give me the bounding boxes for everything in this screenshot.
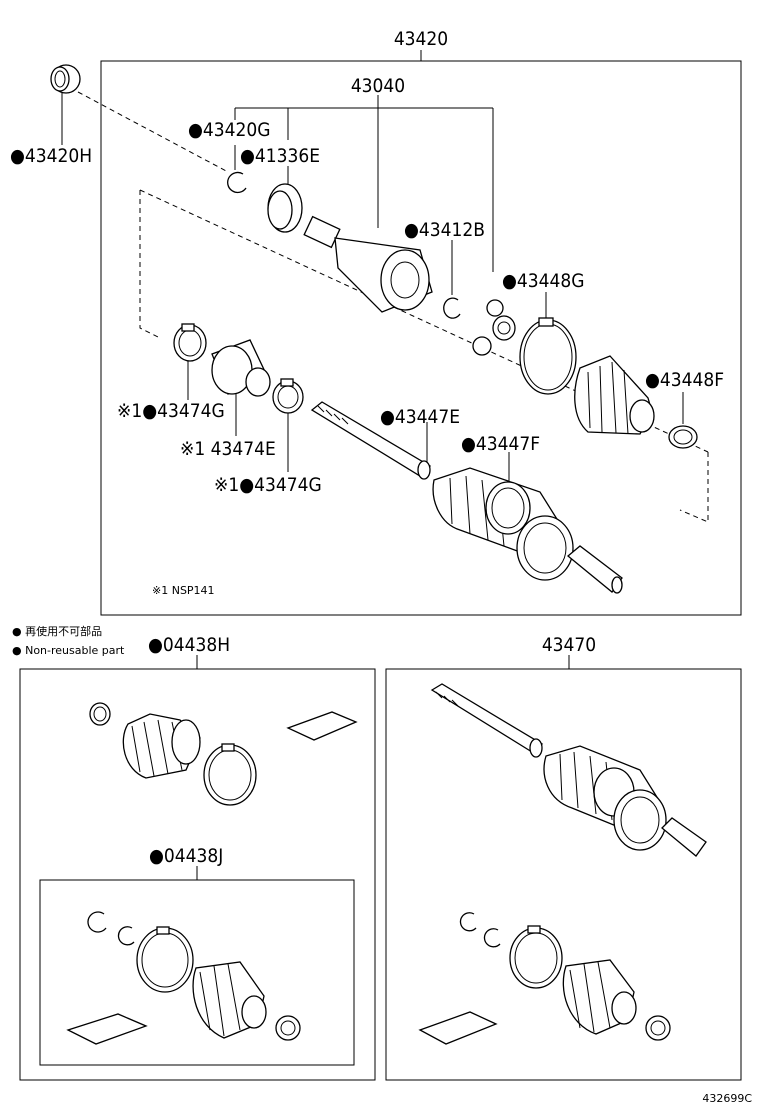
label-43447F: ●43447F <box>461 433 540 455</box>
part-inboard-boot <box>574 355 655 435</box>
part-43412B-snap-ring <box>443 297 461 319</box>
legend-en: ● Non-reusable part <box>12 644 125 657</box>
part-43474E-damper <box>211 339 271 397</box>
label-43420: 43420 <box>394 28 448 50</box>
diagram-code: 432699C <box>702 1092 752 1105</box>
part-43447-shaft-outboard <box>310 401 623 594</box>
label-43470: 43470 <box>542 634 596 656</box>
legend-jp: ● 再使用不可部品 <box>12 624 102 638</box>
label-43474G-2: ※1●43474G <box>214 474 322 496</box>
note-nsp141: ※1 NSP141 <box>152 584 215 597</box>
label-43447E: ●43447E <box>380 406 460 428</box>
label-43420G: ●43420G <box>188 119 271 141</box>
label-43474G-1: ※1●43474G <box>117 400 225 422</box>
label-41336E: ●41336E <box>240 145 320 167</box>
part-43448G-clamp <box>519 317 577 395</box>
part-kit-04438J <box>66 911 301 1045</box>
part-kit-04438H <box>89 702 358 806</box>
part-assy-43470 <box>418 683 707 1045</box>
part-43420G-snap-ring <box>227 171 247 194</box>
part-43040-inboard-joint <box>303 215 433 313</box>
label-43040: 43040 <box>351 75 405 97</box>
label-43448F: ●43448F <box>645 369 724 391</box>
label-43448G: ●43448G <box>502 270 585 292</box>
label-43420H: ●43420H <box>10 145 92 167</box>
label-43474E: ※1 43474E <box>180 438 276 460</box>
part-43474G-clamp-right <box>272 378 304 414</box>
part-41336E-deflector <box>267 183 303 233</box>
part-43474G-clamp-left <box>173 323 207 362</box>
frame-43470 <box>385 668 742 1081</box>
part-43420H-seal <box>50 64 81 94</box>
part-tripod <box>472 299 516 356</box>
label-04438J: ●04438J <box>149 845 223 867</box>
label-04438H: ●04438H <box>148 634 230 656</box>
label-43412B: ●43412B <box>404 219 485 241</box>
part-43448F-clamp <box>668 425 698 449</box>
